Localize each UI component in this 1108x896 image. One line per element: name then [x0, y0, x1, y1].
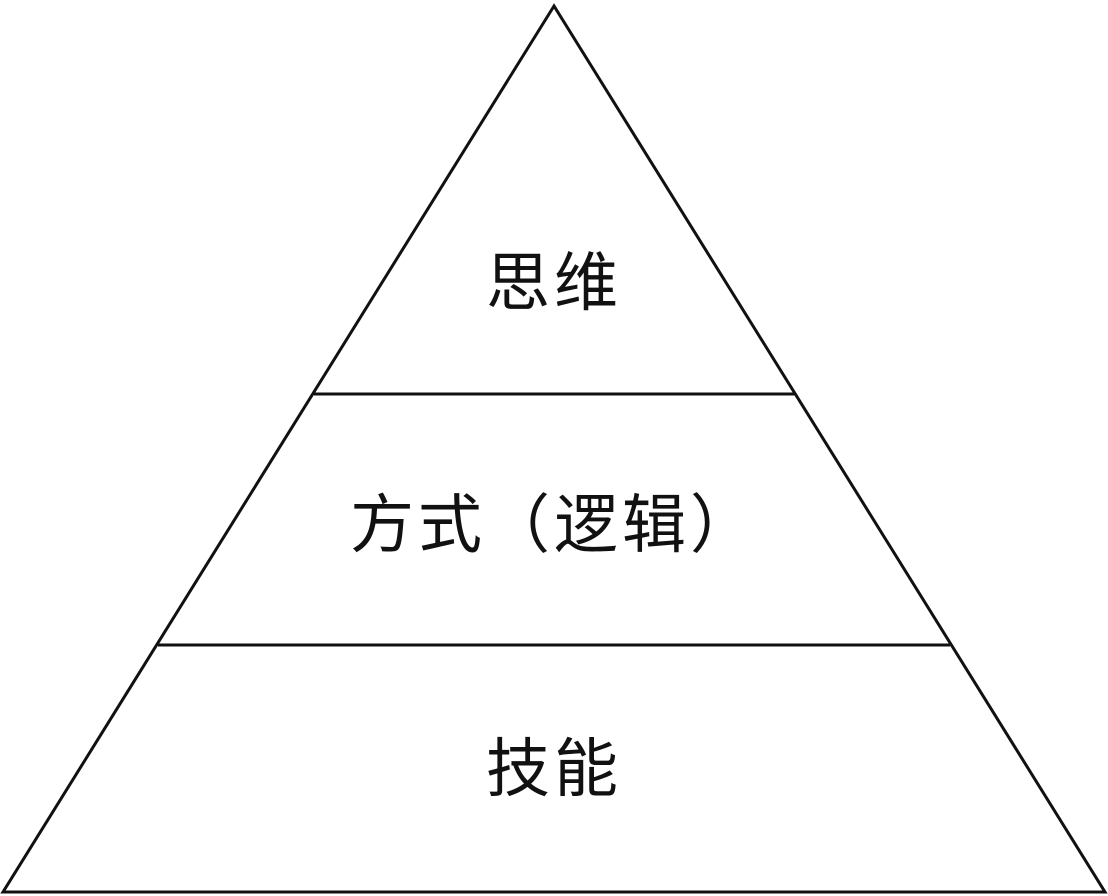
pyramid-outline: [0, 3, 1108, 894]
tier-label-thinking: 思维: [486, 247, 622, 321]
tier-label-skills: 技能: [486, 733, 622, 807]
tier-label-method-logic: 方式（逻辑）: [350, 489, 758, 563]
